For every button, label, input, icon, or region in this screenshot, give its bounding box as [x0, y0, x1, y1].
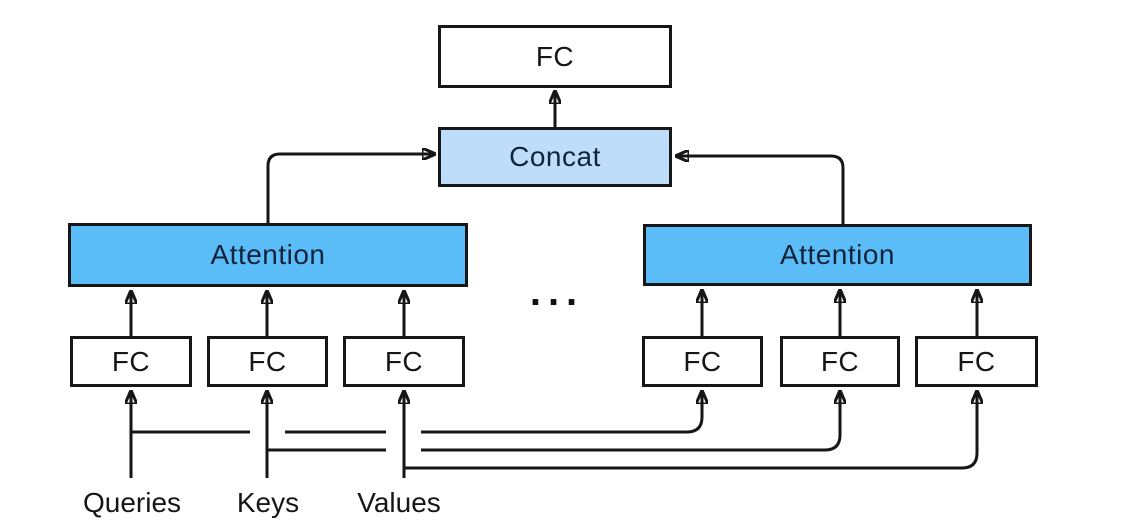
label-keys: Keys: [236, 487, 300, 518]
arrow-values-to-fc6: [404, 391, 977, 470]
arrow-keys-to-fc5: [421, 391, 840, 452]
arrow-queries-to-fc4: [421, 391, 702, 434]
node-fc-input-left-3: FC: [343, 336, 465, 387]
label-values: Values: [357, 487, 441, 518]
node-fc-input-left-2: FC: [207, 336, 328, 387]
arrow-attention-left-to-concat: [266, 154, 435, 223]
node-attention-right: Attention: [643, 224, 1032, 286]
arrow-attention-right-to-concat: [676, 156, 845, 224]
ellipsis-dots: ...: [529, 270, 585, 314]
label-queries: Queries: [82, 487, 182, 518]
node-fc-input-left-1: FC: [70, 336, 192, 387]
node-fc-input-right-3: FC: [915, 336, 1038, 387]
node-attention-left: Attention: [68, 223, 468, 287]
node-fc-input-right-1: FC: [642, 336, 763, 387]
node-fc-output: FC: [438, 25, 672, 88]
node-concat: Concat: [438, 127, 672, 187]
node-fc-input-right-2: FC: [780, 336, 900, 387]
